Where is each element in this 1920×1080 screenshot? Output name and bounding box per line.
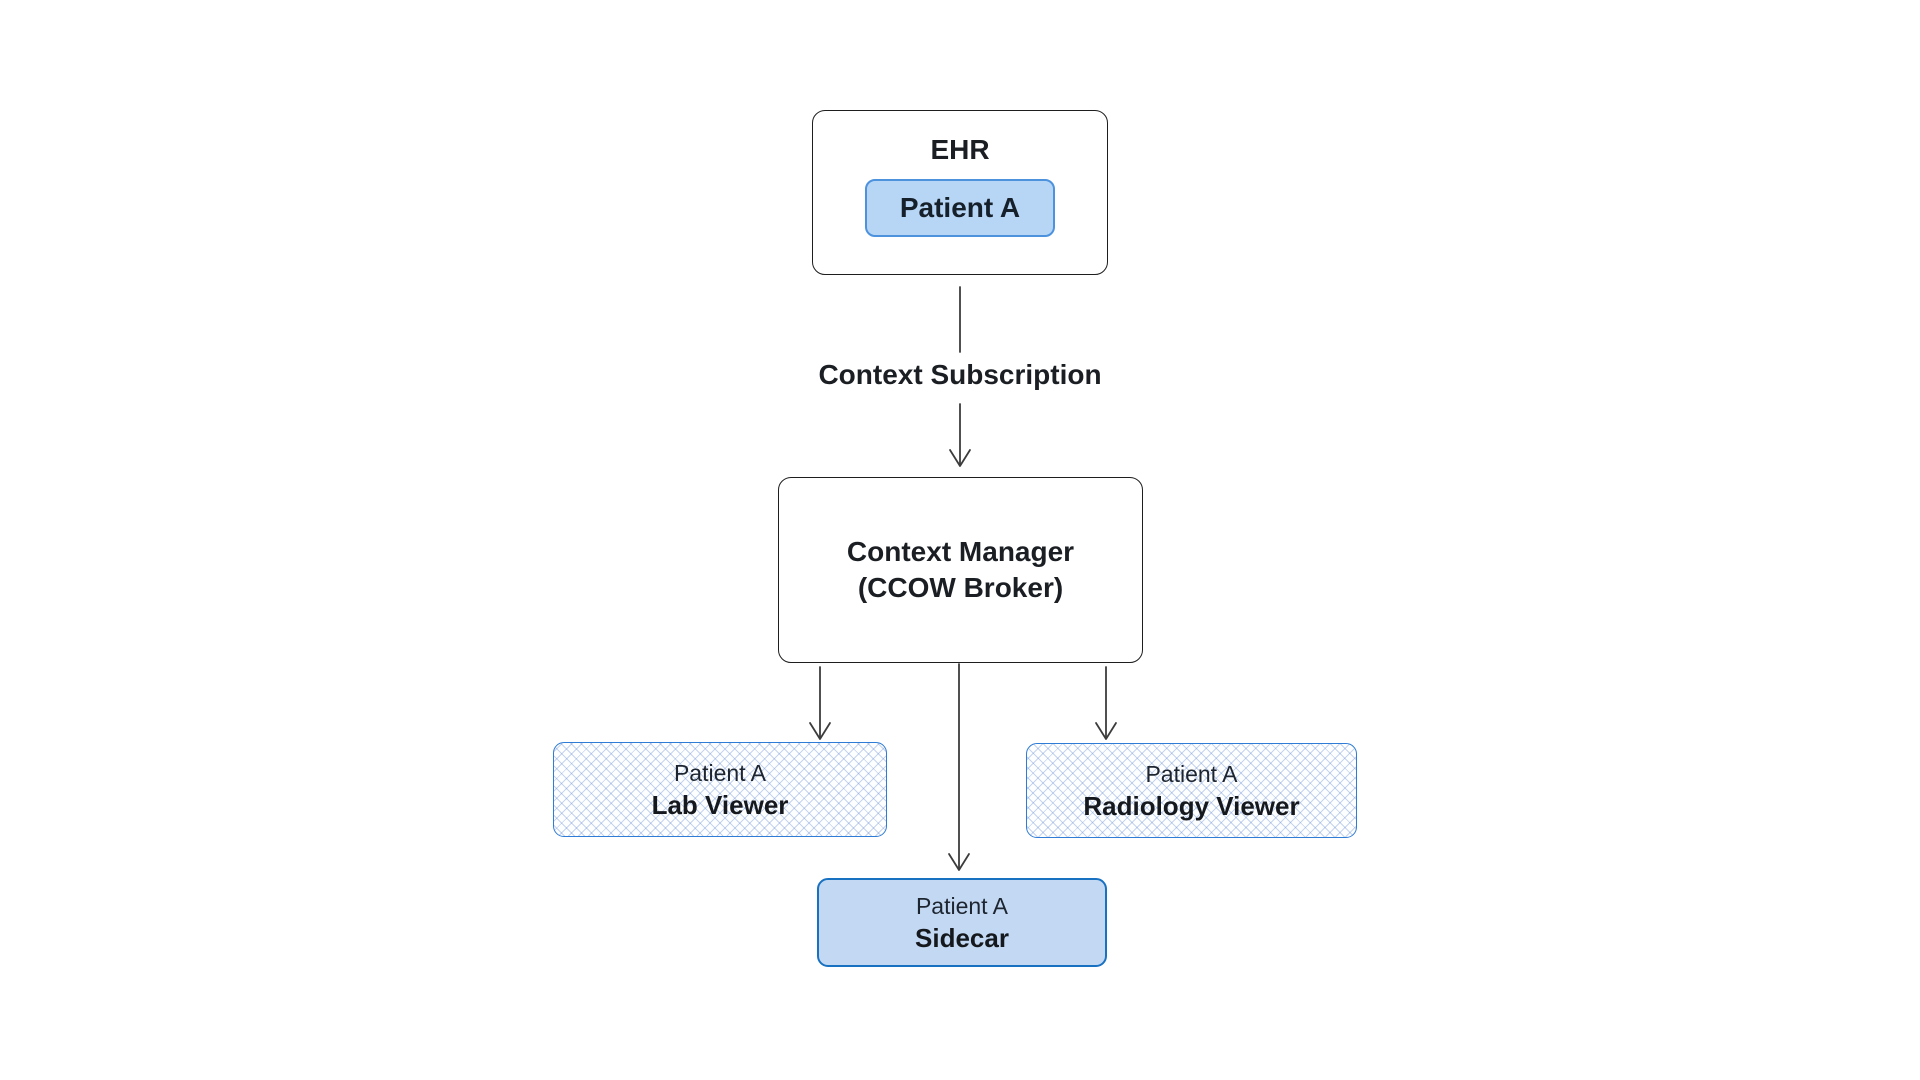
context-manager-title-line1: Context Manager xyxy=(846,536,1075,567)
context-subscription-label: Context Subscription xyxy=(818,359,1102,390)
radiology-viewer-node: Patient A Radiology Viewer xyxy=(1026,743,1357,838)
arrowhead-lab-viewer xyxy=(809,722,831,740)
radiology-viewer-patient-label: Patient A xyxy=(1145,761,1238,787)
lab-viewer-patient-label: Patient A xyxy=(673,760,767,786)
lab-viewer-app-label: Lab Viewer xyxy=(651,790,789,820)
lab-viewer-node: Patient A Lab Viewer xyxy=(553,742,887,837)
arrowhead-radiology-viewer xyxy=(1095,722,1117,740)
ehr-title: EHR xyxy=(930,134,990,165)
context-manager-title-line2: (CCOW Broker) xyxy=(857,572,1064,603)
arrowhead-sidecar xyxy=(948,853,970,871)
patient-a-badge: Patient A xyxy=(865,179,1055,237)
arrowhead-context-manager xyxy=(949,449,971,467)
patient-a-badge-label: Patient A xyxy=(899,192,1021,223)
sidecar-node: Patient A Sidecar xyxy=(817,878,1107,967)
sidecar-app-label: Sidecar xyxy=(915,923,1009,953)
sidecar-patient-label: Patient A xyxy=(915,893,1009,919)
radiology-viewer-app-label: Radiology Viewer xyxy=(1083,791,1300,821)
context-manager-node: Context Manager (CCOW Broker) xyxy=(778,477,1143,663)
ehr-node: EHR Patient A xyxy=(812,110,1108,275)
